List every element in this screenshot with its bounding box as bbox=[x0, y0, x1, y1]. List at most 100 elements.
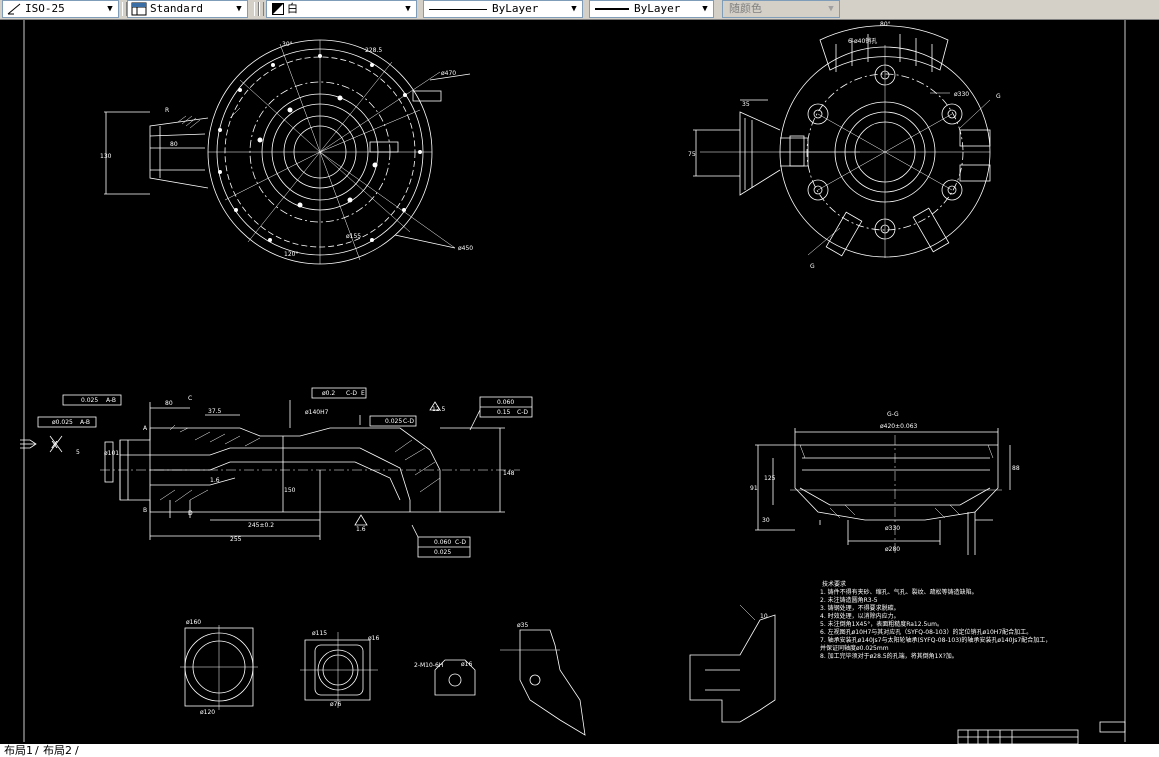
dim-label: ø120 bbox=[200, 709, 215, 716]
linetype-value: ByLayer bbox=[492, 2, 539, 15]
dim-label: 12.5 bbox=[432, 406, 446, 413]
dim-label: A bbox=[143, 425, 148, 432]
toolbar-separator bbox=[254, 2, 259, 16]
notes-line: 5. 未注倒角1X45°，表面粗糙度Ra12.5um。 bbox=[820, 620, 943, 628]
dim-label: 37.5 bbox=[208, 408, 222, 415]
dimension-style-dropdown[interactable]: ISO-25 ▼ bbox=[2, 0, 119, 18]
title-block bbox=[957, 721, 1126, 744]
dim-label: B bbox=[143, 507, 147, 514]
dim-label: 130 bbox=[100, 153, 112, 160]
notes-line: 3. 铸钢处理，不得要求脱碳。 bbox=[820, 604, 900, 612]
drawing-canvas[interactable]: 30° 228.5 ø470 ø450 ø155 R 80 130 120° 8… bbox=[0, 20, 1159, 744]
table-style-icon bbox=[131, 2, 147, 16]
dim-label: ø16 bbox=[461, 661, 472, 668]
dim-label: ø330 bbox=[885, 525, 900, 532]
dim-label: 80° bbox=[880, 21, 891, 28]
dim-label: 0.060 bbox=[434, 539, 451, 546]
lineweight-dropdown[interactable]: ByLayer ▼ bbox=[589, 0, 714, 18]
plot-style-dropdown: 随颜色 ▼ bbox=[722, 0, 840, 18]
toolbar-separator bbox=[122, 2, 127, 16]
notes-line: 并保证同轴度ø0.025mm bbox=[820, 644, 889, 652]
top-right-view bbox=[693, 25, 991, 258]
dim-label: 30 bbox=[762, 517, 770, 524]
dim-label: G bbox=[996, 93, 1001, 100]
color-dropdown[interactable]: 白 ▼ bbox=[266, 0, 417, 18]
tab-layout-2[interactable]: 布局2 bbox=[43, 744, 72, 757]
dim-label: ø115 bbox=[312, 630, 327, 637]
dim-label: 255 bbox=[230, 536, 242, 543]
dim-label: 0.025 bbox=[81, 397, 98, 404]
layout-tab-bar: 布局1 / 布局2 / bbox=[0, 744, 1159, 757]
dim-label: ø16 bbox=[368, 635, 379, 642]
dim-label: ø0.2 bbox=[322, 390, 335, 397]
section-view bbox=[20, 387, 533, 558]
dim-label: ø76 bbox=[330, 701, 341, 708]
dimension-style-value: ISO-25 bbox=[25, 2, 65, 15]
dim-label: 35 bbox=[742, 101, 750, 108]
dim-label: D bbox=[188, 510, 193, 517]
properties-toolbar: ISO-25 ▼ Standard ▼ 白 ▼ ByLayer ▼ ByLaye… bbox=[0, 0, 1159, 20]
dim-label: G bbox=[810, 263, 815, 270]
dim-label: 148 bbox=[503, 470, 515, 477]
dim-label: 6-ø40销孔 bbox=[848, 37, 877, 45]
dim-label: ø280 bbox=[885, 546, 900, 553]
dim-label: ø330 bbox=[954, 91, 969, 98]
dim-label: ø155 bbox=[346, 233, 361, 240]
table-style-dropdown[interactable]: Standard ▼ bbox=[127, 0, 248, 18]
notes-line: 8. 加工完毕须对于ø28.5的孔端，将其倒角1X?加。 bbox=[820, 652, 958, 660]
dim-label: 75 bbox=[688, 151, 696, 158]
tab-divider: / bbox=[35, 744, 39, 757]
notes-line: 7. 轴承安装孔ø140Js7与太阳轮轴承(SYFQ-08-103)的轴承安装孔… bbox=[820, 636, 1051, 644]
dim-label: 125 bbox=[764, 475, 776, 482]
dim-label: C-D bbox=[346, 390, 357, 397]
dim-label: 91 bbox=[750, 485, 758, 492]
toolbar-separator bbox=[259, 2, 264, 16]
chevron-down-icon[interactable]: ▼ bbox=[107, 4, 113, 14]
dim-label: 1.6 bbox=[356, 526, 366, 533]
notes-line: 6. 左视图孔ø10H7与其对应孔（SYFQ-08-103）的定位销孔ø10H7… bbox=[820, 628, 1032, 636]
dim-label: A-B bbox=[80, 419, 90, 426]
dim-label: 88 bbox=[1012, 465, 1020, 472]
chevron-down-icon[interactable]: ▼ bbox=[702, 4, 708, 14]
table-style-value: Standard bbox=[150, 2, 203, 15]
section-mark: X bbox=[51, 440, 58, 451]
dim-label: A-B bbox=[106, 397, 116, 404]
plot-style-value: 随颜色 bbox=[729, 2, 762, 15]
dim-label: 0.060 bbox=[497, 399, 514, 406]
dim-label: 80 bbox=[170, 141, 178, 148]
dim-label: 2-M10-6H bbox=[414, 662, 443, 669]
dimension-style-icon bbox=[7, 3, 21, 15]
tab-layout-1[interactable]: 布局1 bbox=[4, 744, 33, 757]
dim-label: ø101 bbox=[104, 450, 119, 457]
dim-label: 228.5 bbox=[365, 47, 382, 54]
notes-title: 技术要求 bbox=[822, 580, 846, 588]
chevron-down-icon[interactable]: ▼ bbox=[236, 4, 242, 14]
dim-label: ø450 bbox=[458, 245, 473, 252]
linetype-dropdown[interactable]: ByLayer ▼ bbox=[423, 0, 583, 18]
notes-line: 2. 未注铸造圆角R3-5 bbox=[820, 596, 878, 604]
dim-label: 30° bbox=[282, 41, 293, 48]
dim-label: 150 bbox=[284, 487, 296, 494]
dim-label: 245±0.2 bbox=[248, 522, 274, 529]
section-title: G-G bbox=[887, 411, 899, 418]
dim-label: 0.025 bbox=[385, 418, 402, 425]
dim-label: C-D bbox=[403, 418, 414, 425]
color-value: 白 bbox=[287, 2, 298, 15]
dim-label: C-D bbox=[517, 409, 528, 416]
chevron-down-icon: ▼ bbox=[828, 4, 834, 14]
notes-line: 1. 铸件不得有夹砂、缩孔、气孔、裂纹、疏松等铸造缺陷。 bbox=[820, 588, 978, 596]
chevron-down-icon[interactable]: ▼ bbox=[571, 4, 577, 14]
dim-label: ø420±0.063 bbox=[880, 423, 918, 430]
dim-label: 10 bbox=[760, 613, 768, 620]
dim-label: C bbox=[188, 395, 192, 402]
dim-label: ø35 bbox=[517, 622, 528, 629]
dim-label: C-D bbox=[455, 539, 466, 546]
linetype-preview bbox=[429, 9, 487, 10]
detail-views bbox=[180, 604, 776, 736]
dim-label: 80 bbox=[165, 400, 173, 407]
dim-label: 0.025 bbox=[434, 549, 451, 556]
color-swatch-icon bbox=[272, 3, 284, 15]
chevron-down-icon[interactable]: ▼ bbox=[405, 4, 411, 14]
dim-label: 1.6 bbox=[210, 477, 220, 484]
dim-label: E bbox=[361, 390, 365, 397]
